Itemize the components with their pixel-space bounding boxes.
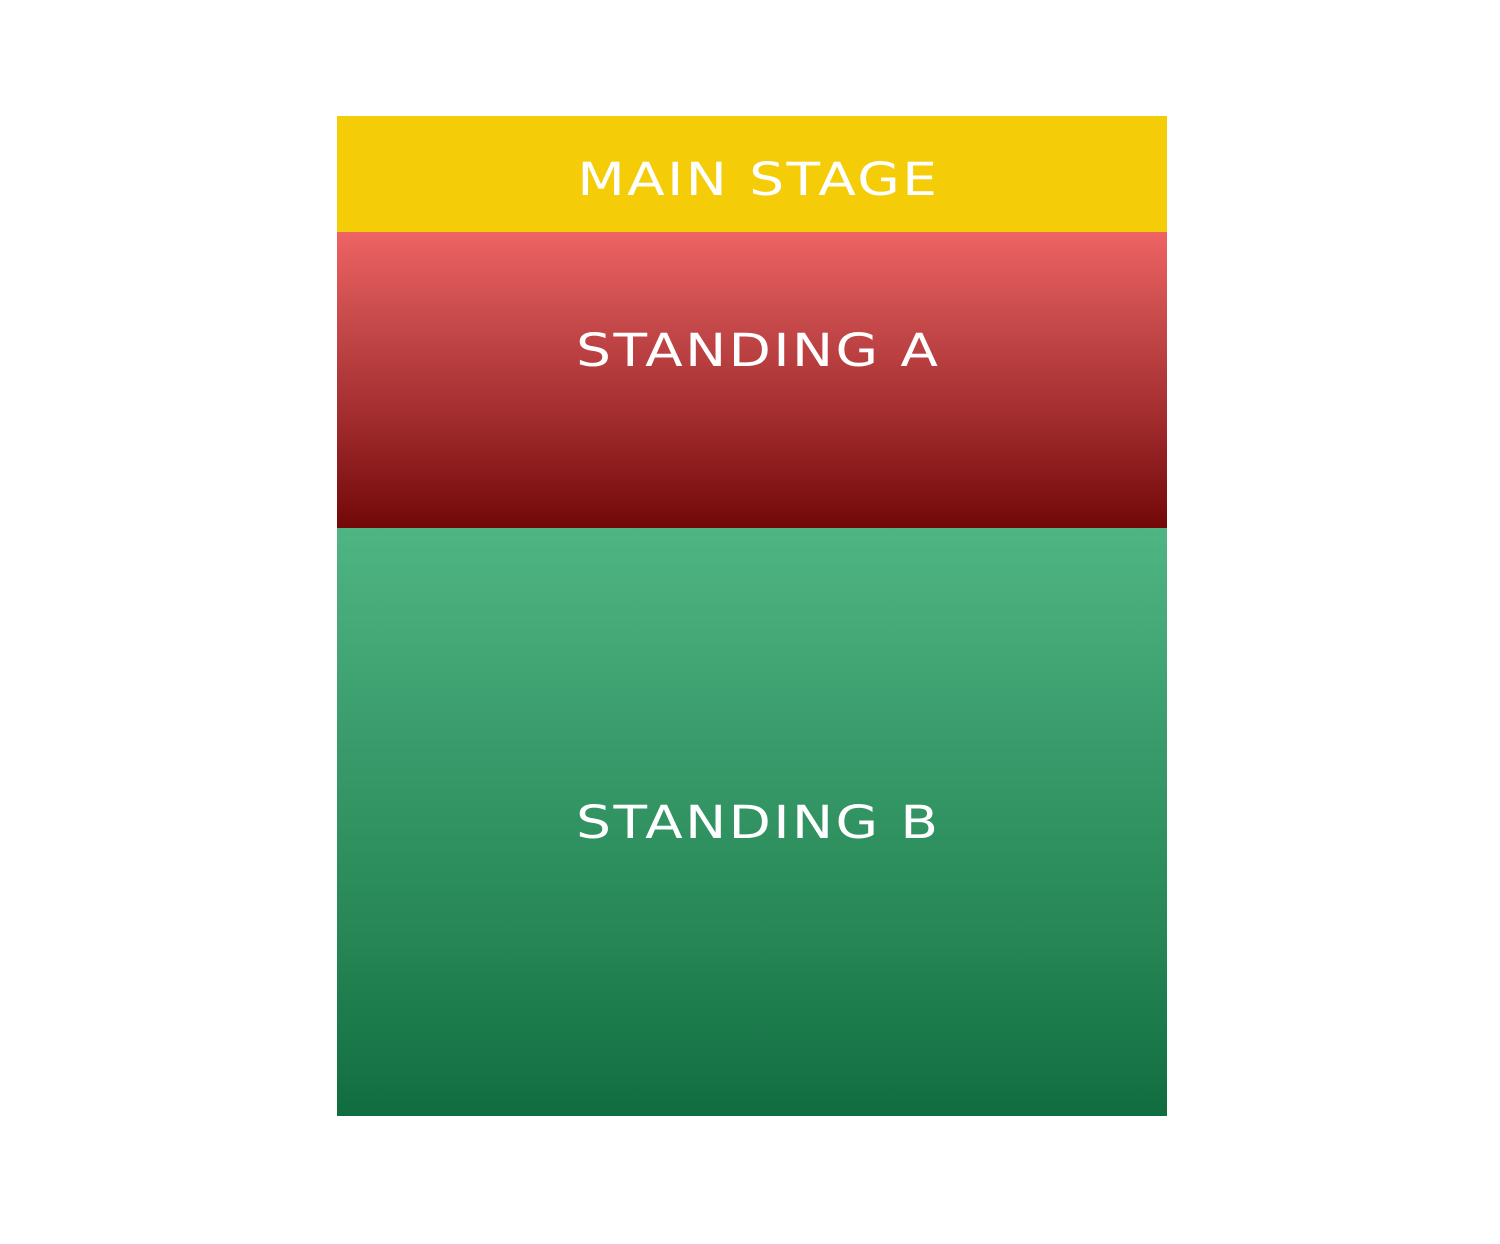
venue-map: MAIN STAGE STANDING A STANDING B xyxy=(337,116,1167,1116)
zone-standing-b[interactable]: STANDING B xyxy=(337,528,1167,1116)
zone-main-stage[interactable]: MAIN STAGE xyxy=(337,116,1167,232)
zone-label-main-stage: MAIN STAGE xyxy=(577,152,939,206)
zone-label-standing-b: STANDING B xyxy=(575,795,941,849)
zone-standing-a[interactable]: STANDING A xyxy=(337,232,1167,528)
zone-label-standing-a: STANDING A xyxy=(575,323,941,377)
